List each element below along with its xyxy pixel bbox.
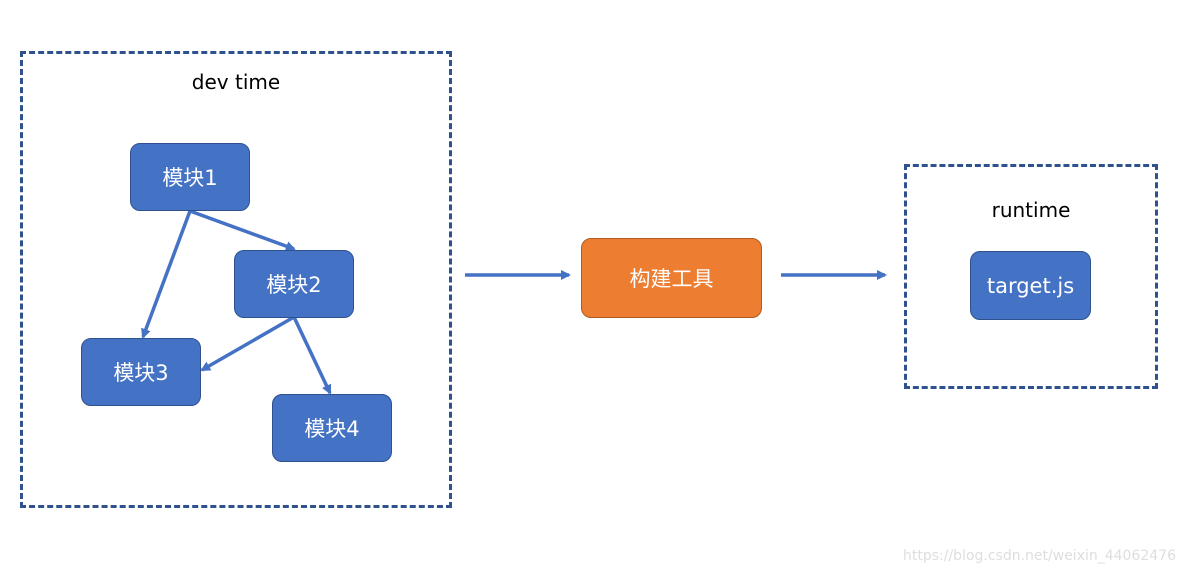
module-2-node: 模块2 (234, 250, 354, 318)
dev-time-frame: dev time (20, 51, 452, 508)
module-1-node: 模块1 (130, 143, 250, 211)
dev-time-label: dev time (191, 70, 281, 94)
edge-module1-to-module2 (189, 209, 296, 251)
edge-module1-to-module3 (141, 210, 192, 339)
target-js-node: target.js (970, 251, 1091, 320)
runtime-label: runtime (991, 198, 1071, 222)
edge-module2-to-module3 (200, 315, 295, 372)
watermark-text: https://blog.csdn.net/weixin_44062476 (902, 548, 1176, 564)
runtime-frame: runtime (904, 164, 1158, 389)
module-3-node: 模块3 (81, 338, 201, 406)
edge-module2-to-module4 (292, 316, 332, 395)
module-4-node: 模块4 (272, 394, 392, 462)
build-tool-node: 构建工具 (581, 238, 762, 318)
